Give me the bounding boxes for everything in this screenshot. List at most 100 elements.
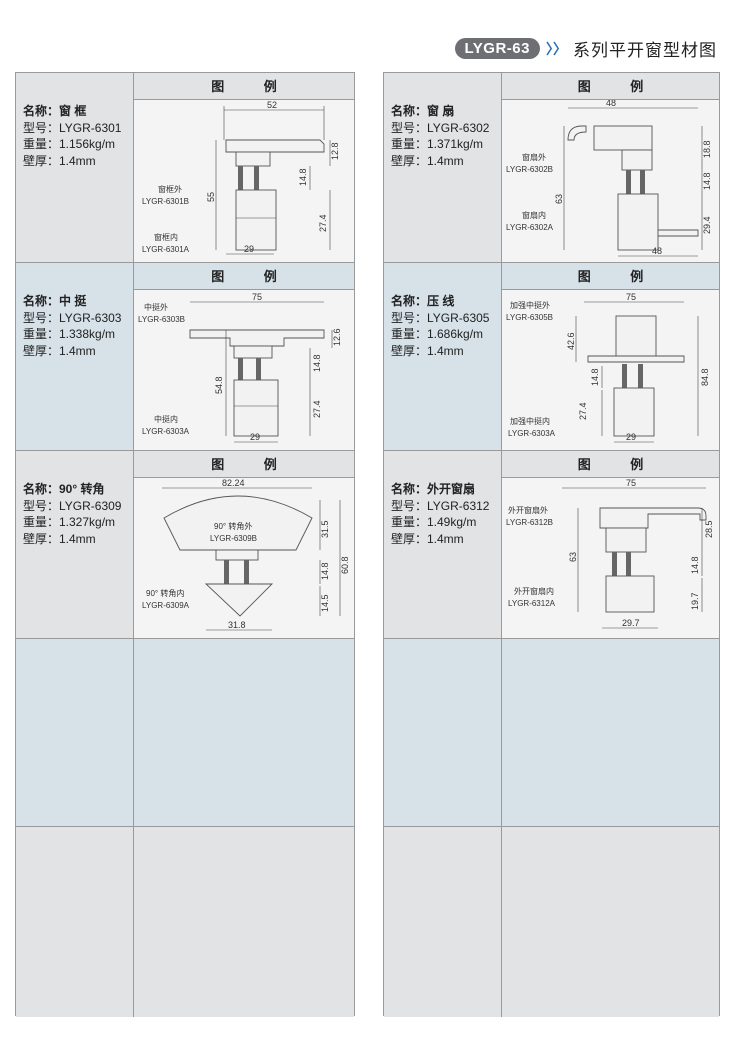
dim-label: 28.5 xyxy=(704,520,714,538)
legend-label: 图 例 xyxy=(134,263,354,290)
part-code: LYGR-6301B xyxy=(142,197,189,206)
product-weight: 重量：1.156kg/m xyxy=(23,137,116,151)
dim-label: 84.8 xyxy=(700,368,710,386)
product-thickness: 壁厚：1.4mm xyxy=(391,343,464,358)
dim-label: 42.6 xyxy=(566,332,576,350)
dim-label: 48 xyxy=(606,100,616,108)
product-info: 名称：90° 转角 型号：LYGR-6309 重量：1.327kg/m 壁厚：1… xyxy=(16,451,134,638)
right-panel: 名称：窗 扇 型号：LYGR-6302 重量：1.371kg/m 壁厚：1.4m… xyxy=(383,72,720,1017)
part-label: 窗框内 xyxy=(154,232,178,242)
empty-row xyxy=(384,827,719,1017)
dim-label: 12.6 xyxy=(332,328,342,346)
part-label: 加强中挺内 xyxy=(510,416,550,426)
dim-label: 14.8 xyxy=(690,556,700,574)
dim-label: 14.8 xyxy=(702,172,712,190)
dim-label: 75 xyxy=(252,292,262,302)
dim-label: 55 xyxy=(206,192,216,202)
part-code: LYGR-6309A xyxy=(142,601,190,610)
profile-drawing: 75 54.8 12.6 14.8 27.4 29 中挺外 LYGR-6303B… xyxy=(134,290,354,450)
product-row-6309: 名称：90° 转角 型号：LYGR-6309 重量：1.327kg/m 壁厚：1… xyxy=(16,451,354,639)
product-thickness: 壁厚：1.4mm xyxy=(391,531,464,546)
page-header: LYGR-63 〉〉 系列平开窗型材图 xyxy=(454,36,717,61)
product-info: 名称：窗 扇 型号：LYGR-6302 重量：1.371kg/m 壁厚：1.4m… xyxy=(384,73,502,262)
profile-drawing: 52 55 12.8 14.8 27.4 29 窗框外 LYGR-6301B 窗… xyxy=(134,100,354,262)
dim-label: 75 xyxy=(626,292,636,302)
product-weight: 重量：1.686kg/m xyxy=(391,327,484,341)
part-label: 中挺外 xyxy=(144,302,168,312)
drawing-area: 图 例 48 63 18.8 14.8 29.4 48 窗扇外 xyxy=(502,73,719,262)
product-name: 名称：外开窗扇 xyxy=(391,482,476,496)
product-name: 名称：中 挺 xyxy=(23,294,87,308)
part-code: LYGR-6303A xyxy=(508,429,556,438)
product-info: 名称：中 挺 型号：LYGR-6303 重量：1.338kg/m 壁厚：1.4m… xyxy=(16,263,134,450)
dim-label: 14.8 xyxy=(320,562,330,580)
empty-info-cell xyxy=(16,639,134,826)
empty-row xyxy=(16,639,354,827)
dim-label: 29 xyxy=(250,432,260,442)
product-thickness: 壁厚：1.4mm xyxy=(23,343,96,358)
part-label: 窗扇外 xyxy=(522,152,546,162)
product-model: 型号：LYGR-6312 xyxy=(391,498,490,513)
product-model: 型号：LYGR-6303 xyxy=(23,310,122,325)
dim-label: 14.8 xyxy=(590,368,600,386)
product-row-6312: 名称：外开窗扇 型号：LYGR-6312 重量：1.49kg/m 壁厚：1.4m… xyxy=(384,451,719,639)
part-label: 外开窗扇内 xyxy=(514,586,554,596)
part-code: LYGR-6303A xyxy=(142,427,190,436)
dim-label: 75 xyxy=(626,478,636,488)
product-weight: 重量：1.338kg/m xyxy=(23,327,116,341)
dim-label: 29 xyxy=(244,244,254,254)
product-model: 型号：LYGR-6305 xyxy=(391,310,490,325)
part-label: 中挺内 xyxy=(154,414,178,424)
product-weight: 重量：1.49kg/m xyxy=(391,515,477,529)
profile-drawing: 75 42.6 84.8 14.8 27.4 29 加强中挺外 LYGR-630… xyxy=(502,290,719,450)
legend-label: 图 例 xyxy=(502,263,719,290)
product-info: 名称：压 线 型号：LYGR-6305 重量：1.686kg/m 壁厚：1.4m… xyxy=(384,263,502,450)
product-weight: 重量：1.371kg/m xyxy=(391,137,484,151)
series-code-badge: LYGR-63 xyxy=(454,38,540,59)
product-model: 型号：LYGR-6309 xyxy=(23,498,122,513)
legend-label: 图 例 xyxy=(502,451,719,478)
dim-label: 31.5 xyxy=(320,520,330,538)
product-thickness: 壁厚：1.4mm xyxy=(23,153,96,168)
dim-label: 52 xyxy=(267,100,277,110)
drawing-area: 图 例 75 42.6 84.8 14.8 27.4 29 加强中挺外 LYGR… xyxy=(502,263,719,450)
dim-label: 27.4 xyxy=(318,214,328,232)
profile-drawing: 75 63 28.5 14.8 19.7 29.7 外开窗扇外 LYGR-631… xyxy=(502,478,719,638)
legend-label: 图 例 xyxy=(134,451,354,478)
part-code: LYGR-6303B xyxy=(138,315,185,324)
dim-label: 29.7 xyxy=(622,618,640,628)
dim-label: 54.8 xyxy=(214,376,224,394)
legend-label: 图 例 xyxy=(502,73,719,100)
product-row-6302: 名称：窗 扇 型号：LYGR-6302 重量：1.371kg/m 壁厚：1.4m… xyxy=(384,73,719,263)
empty-row xyxy=(384,639,719,827)
drawing-area: 图 例 52 55 12.8 14.8 27.4 29 窗框外 LYGR- xyxy=(134,73,354,262)
part-code: LYGR-6312A xyxy=(508,599,556,608)
dim-label: 48 xyxy=(652,246,662,256)
product-name: 名称：压 线 xyxy=(391,294,455,308)
dim-label: 27.4 xyxy=(578,402,588,420)
product-model: 型号：LYGR-6301 xyxy=(23,120,122,135)
part-label: 90° 转角外 xyxy=(214,521,252,531)
dim-label: 14.8 xyxy=(312,354,322,372)
dim-label: 27.4 xyxy=(312,400,322,418)
part-code: LYGR-6305B xyxy=(506,313,553,322)
part-code: LYGR-6302A xyxy=(506,223,554,232)
series-title: 系列平开窗型材图 xyxy=(573,41,717,60)
left-panel: 名称：窗 框 型号：LYGR-6301 重量：1.156kg/m 壁厚：1.4m… xyxy=(15,72,355,1017)
product-model: 型号：LYGR-6302 xyxy=(391,120,490,135)
empty-info-cell xyxy=(16,827,134,1017)
product-row-6303: 名称：中 挺 型号：LYGR-6303 重量：1.338kg/m 壁厚：1.4m… xyxy=(16,263,354,451)
product-name: 名称：窗 扇 xyxy=(391,104,455,118)
part-code: LYGR-6302B xyxy=(506,165,553,174)
dim-label: 63 xyxy=(554,194,564,204)
dim-label: 12.8 xyxy=(330,142,340,160)
drawing-area: 图 例 75 63 28.5 14.8 19.7 29.7 外开窗扇外 LYGR… xyxy=(502,451,719,638)
product-thickness: 壁厚：1.4mm xyxy=(23,531,96,546)
part-code: LYGR-6312B xyxy=(506,518,553,527)
dim-label: 82.24 xyxy=(222,478,245,488)
dim-label: 29 xyxy=(626,432,636,442)
part-code: LYGR-6309B xyxy=(210,534,257,543)
dim-label: 31.8 xyxy=(228,620,246,630)
dim-label: 60.8 xyxy=(340,556,350,574)
drawing-area: 图 例 75 54.8 12.6 14.8 27.4 29 中挺外 LYG xyxy=(134,263,354,450)
